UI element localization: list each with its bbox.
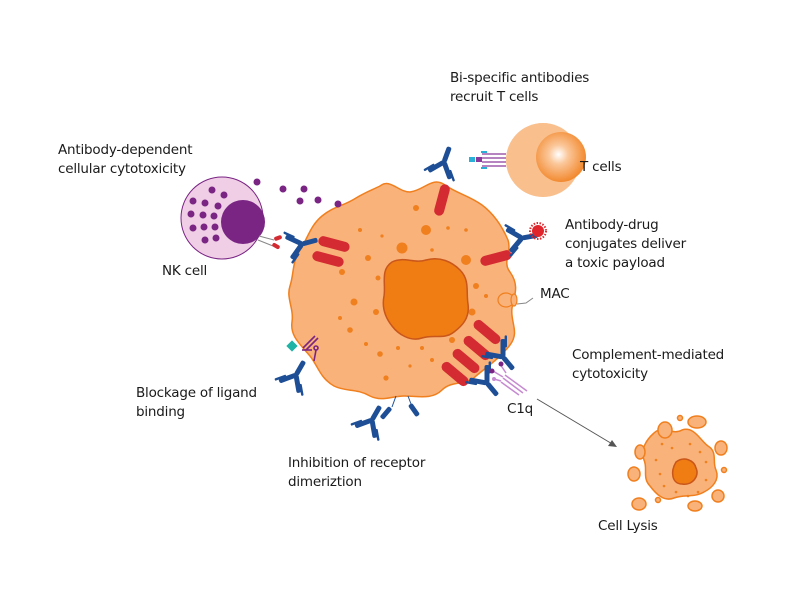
mac-label: MAC xyxy=(540,286,570,302)
released-granules xyxy=(253,178,342,208)
dimerization-label-line2: dimeriztion xyxy=(288,474,362,490)
c1q-label: C1q xyxy=(507,401,533,417)
ligand-block-label: Blockage of ligand binding xyxy=(136,384,257,422)
cdc-label: Complement-mediated cytotoxicity xyxy=(572,346,724,384)
t-cells-label: T cells xyxy=(580,159,622,175)
receptor xyxy=(441,361,469,387)
tumor-cell-nucleus xyxy=(382,258,470,340)
bispecific-label-line1: Bi-specific antibodies xyxy=(450,70,590,86)
bispecific-connector xyxy=(469,151,506,169)
receptor xyxy=(473,319,501,345)
antibody-dimer-block xyxy=(349,397,395,442)
mac-leader-line xyxy=(516,297,534,305)
bispecific-label: Bi-specific antibodies recruit T cells xyxy=(450,69,589,107)
receptor xyxy=(480,250,512,266)
tumor-cell xyxy=(288,181,518,400)
mac-pore xyxy=(497,292,518,308)
nk-cell xyxy=(180,176,282,260)
cdc-label-line2: cytotoxicity xyxy=(572,366,648,382)
receptor xyxy=(434,184,450,216)
receptors xyxy=(312,184,512,387)
adcc-label-line2: cellular cytotoxicity xyxy=(58,161,186,177)
fc-receptor xyxy=(257,235,282,249)
bispecific-label-line2: recruit T cells xyxy=(450,89,539,105)
lysis-arrow xyxy=(536,398,617,447)
ligand-icon xyxy=(286,340,298,352)
receptor xyxy=(463,335,491,361)
t-cell xyxy=(469,123,586,197)
purple-receptor xyxy=(302,335,319,362)
receptor xyxy=(312,251,344,267)
ligand-block-label-line1: Blockage of ligand xyxy=(136,385,257,401)
adc-label: Antibody-drug conjugates deliver a toxic… xyxy=(565,216,686,273)
nk-cell-label: NK cell xyxy=(162,263,208,279)
dimer-receptors xyxy=(380,395,420,420)
lysed-cell xyxy=(627,414,728,512)
receptor xyxy=(318,236,350,252)
adc-label-line3: a toxic payload xyxy=(565,255,665,271)
adcc-label: Antibody-dependent cellular cytotoxicity xyxy=(58,141,192,179)
cell-lysis-label: Cell Lysis xyxy=(598,518,658,534)
toxic-payload-icon xyxy=(529,222,547,240)
dimerization-label: Inhibition of receptor dimeriztion xyxy=(288,454,425,492)
antibody-bispecific xyxy=(422,141,466,183)
adc-label-line1: Antibody-drug xyxy=(565,217,659,233)
adcc-label-line1: Antibody-dependent xyxy=(58,142,193,158)
adc-label-line2: conjugates deliver xyxy=(565,236,686,252)
dimerization-label-line1: Inhibition of receptor xyxy=(288,455,426,471)
c1q-icon xyxy=(489,361,528,396)
ligand-block-label-line2: binding xyxy=(136,404,185,420)
nk-granules xyxy=(187,186,228,244)
cdc-label-line1: Complement-mediated xyxy=(572,347,725,363)
receptor xyxy=(452,348,480,374)
